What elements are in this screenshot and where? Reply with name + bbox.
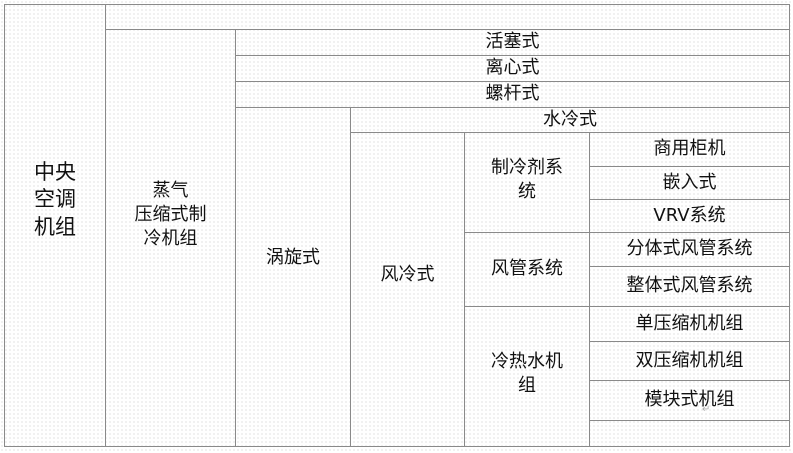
cell-vrv-system: VRV系统 xyxy=(653,204,726,226)
row-line-10 xyxy=(464,306,790,307)
cell-screw: 螺杆式 xyxy=(485,83,540,105)
cell-water-cooled: 水冷式 xyxy=(543,108,597,130)
row-line-2 xyxy=(235,55,790,56)
row-line-5 xyxy=(350,132,790,133)
cell-split-duct: 分体式风管系统 xyxy=(626,238,753,260)
col-line-4 xyxy=(464,132,465,447)
cell-chilled-water-unit: 冷热水机 组 xyxy=(491,350,563,396)
row-line-3 xyxy=(235,81,790,82)
cell-central-ac-unit: 中央 空调 机组 xyxy=(34,160,76,239)
border-bottom xyxy=(4,446,790,447)
row-line-9 xyxy=(589,266,790,267)
row-line-8 xyxy=(464,232,790,233)
cell-refrigerant-system: 制冷剂系 统 xyxy=(491,156,563,202)
cell-duct-system: 风管系统 xyxy=(491,258,563,280)
cell-vapor-compression: 蒸气 压缩式制 冷机组 xyxy=(134,179,207,250)
cell-dual-compressor: 双压缩机机组 xyxy=(635,349,744,371)
cell-embedded: 嵌入式 xyxy=(662,171,717,193)
cell-single-compressor: 单压缩机机组 xyxy=(635,312,744,334)
paragraph-mark-icon: ↵ xyxy=(702,404,711,415)
col-line-2 xyxy=(235,29,236,447)
row-line-12 xyxy=(589,380,790,381)
row-line-4 xyxy=(235,107,790,108)
cell-piston: 活塞式 xyxy=(485,31,540,53)
col-line-1 xyxy=(105,4,106,447)
row-line-7 xyxy=(589,199,790,200)
cell-modular: 模块式机组 xyxy=(644,389,735,411)
cell-centrifugal: 离心式 xyxy=(485,57,540,79)
border-right xyxy=(789,4,790,447)
cell-commercial-cabinet: 商用柜机 xyxy=(653,138,726,160)
col-line-3 xyxy=(350,107,351,447)
cell-scroll: 涡旋式 xyxy=(266,246,320,268)
row-line-11 xyxy=(589,341,790,342)
row-line-1 xyxy=(105,29,790,30)
border-top xyxy=(4,4,790,5)
row-line-13 xyxy=(589,420,790,421)
cell-air-cooled: 风冷式 xyxy=(380,263,435,285)
border-left xyxy=(4,4,5,447)
col-line-5 xyxy=(589,132,590,447)
row-line-6 xyxy=(589,166,790,167)
cell-integral-duct: 整体式风管系统 xyxy=(626,275,753,297)
